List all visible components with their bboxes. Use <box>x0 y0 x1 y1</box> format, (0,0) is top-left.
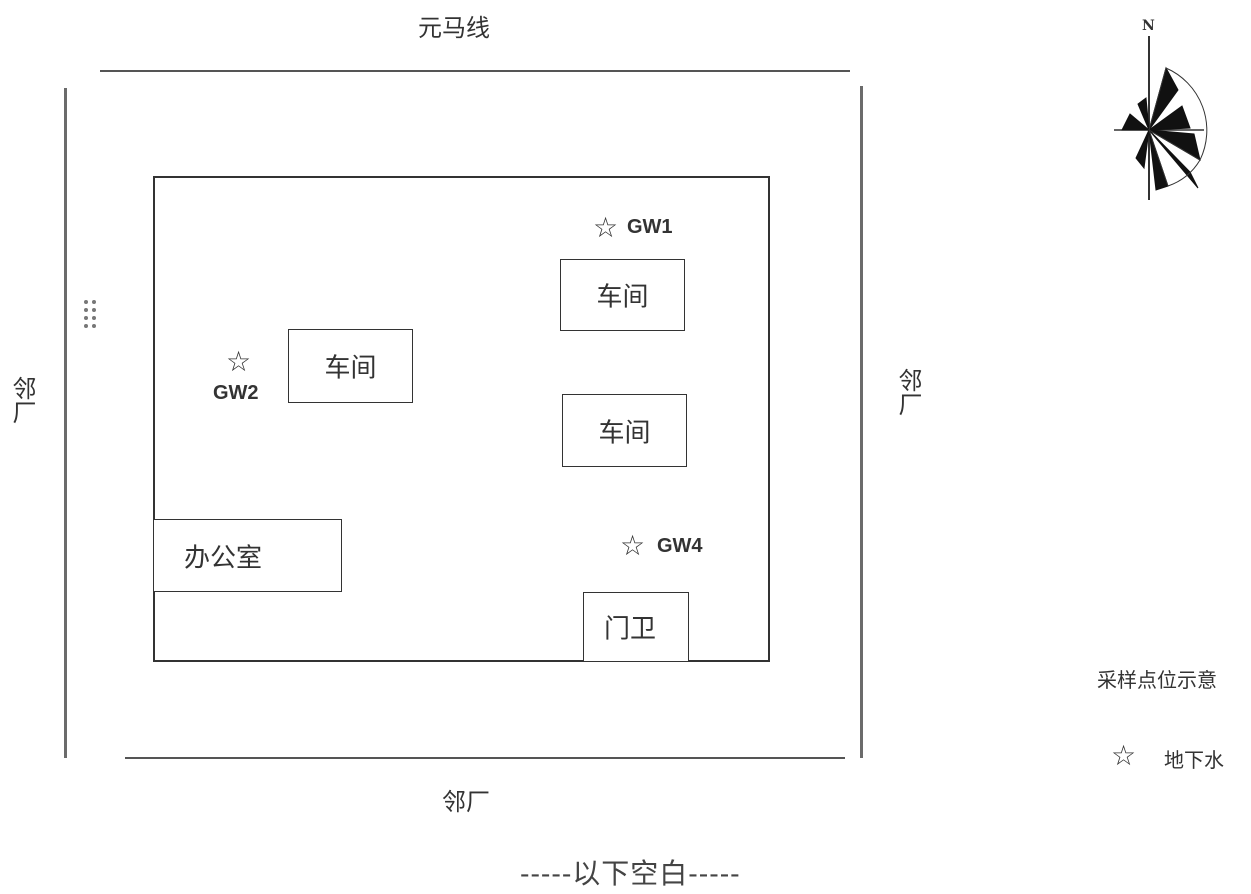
workshop-upper-right-label: 车间 <box>596 282 649 313</box>
gw4-star-icon: ☆ <box>620 529 646 562</box>
legend-groundwater-label: 地下水 <box>1164 748 1224 772</box>
neighbor-label-west: 邻厂 <box>8 376 36 424</box>
south-boundary-line <box>125 757 845 759</box>
workshop-upper-right: 车间 <box>560 259 685 331</box>
neighbor-label-east: 邻厂 <box>894 368 922 416</box>
workshop-middle-right-label: 车间 <box>598 418 651 448</box>
workshop-left-label: 车间 <box>324 353 377 384</box>
north-boundary-line <box>100 70 850 72</box>
legend-title: 采样点位示意 <box>1097 668 1217 692</box>
workshop-middle-right: 车间 <box>562 394 687 467</box>
gatehouse-label: 门卫 <box>604 614 657 645</box>
east-boundary-line <box>860 86 863 758</box>
blank-below-footer: -----以下空白----- <box>520 857 741 890</box>
gw2-label: GW2 <box>213 382 259 404</box>
compass-rose: N <box>1108 18 1208 208</box>
road-label-north: 元马线 <box>418 14 490 42</box>
gw4-label: GW4 <box>657 535 703 557</box>
office-label: 办公室 <box>184 543 263 573</box>
workshop-left: 车间 <box>288 329 413 403</box>
legend-star-icon: ☆ <box>1111 739 1137 772</box>
wind-rose-icon <box>1114 36 1208 200</box>
gw1-star-icon: ☆ <box>593 211 619 244</box>
gw1-label: GW1 <box>627 216 673 238</box>
road-label-south: 邻厂 <box>442 788 490 816</box>
office-building: 办公室 <box>153 519 342 592</box>
gatehouse: 门卫 <box>583 592 689 662</box>
compass-north-label: N <box>1142 18 1155 34</box>
gw2-star-icon: ☆ <box>226 345 252 378</box>
west-boundary-line <box>64 88 67 758</box>
dot-grid-marker <box>84 300 96 328</box>
